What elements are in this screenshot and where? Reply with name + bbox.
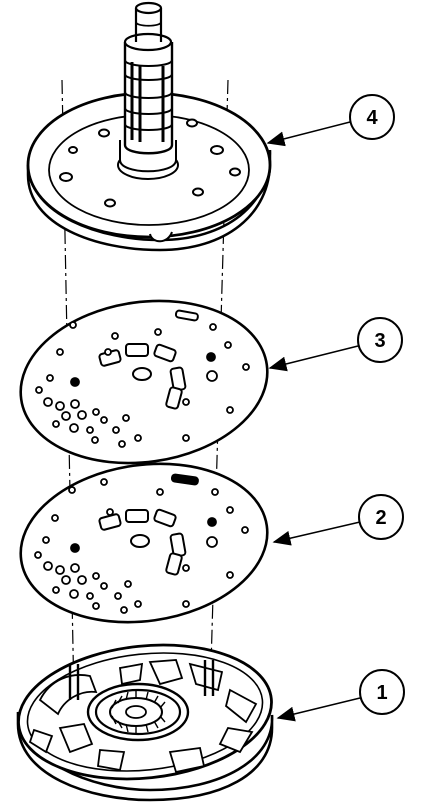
plate-3-outline — [19, 299, 269, 465]
callout-4-circle — [349, 94, 395, 140]
callout-2-leader — [272, 521, 361, 546]
lower-separator-plate — [19, 462, 269, 624]
shaft-rings — [124, 59, 173, 131]
callout-1-circle — [359, 669, 405, 715]
callout-1-leader — [276, 697, 361, 722]
callout-1-number: 1 — [376, 682, 387, 704]
plate-3-holes — [35, 321, 250, 448]
callout-4-number: 4 — [366, 107, 378, 129]
callout-1: 1 — [276, 669, 405, 722]
shaft-shading — [130, 62, 165, 142]
callout-2-number: 2 — [375, 507, 386, 529]
pump-cover-with-stator-shaft — [26, 1, 272, 252]
plate-3-slots — [98, 309, 199, 410]
dowel-pins — [68, 660, 215, 700]
callout-2-circle — [358, 494, 404, 540]
plate-2-slots — [98, 473, 199, 576]
pump-bore — [125, 705, 147, 719]
callout-2: 2 — [272, 494, 404, 546]
plate-2-holes — [34, 478, 249, 614]
callout-3-leader — [268, 345, 359, 372]
cover-notch — [149, 231, 173, 243]
upper-separator-plate — [19, 299, 269, 465]
pump-body-passages — [28, 659, 258, 774]
cover-bolt-holes — [59, 118, 241, 208]
callout-3: 3 — [268, 317, 403, 372]
callout-4-leader — [266, 121, 351, 147]
callout-3-circle — [357, 317, 403, 363]
callout-3-number: 3 — [374, 330, 385, 352]
shaft-tip — [134, 8, 163, 42]
callout-4: 4 — [266, 94, 395, 147]
pump-body — [16, 643, 274, 802]
gear-teeth — [111, 690, 166, 734]
pump-body-edge — [16, 711, 274, 802]
